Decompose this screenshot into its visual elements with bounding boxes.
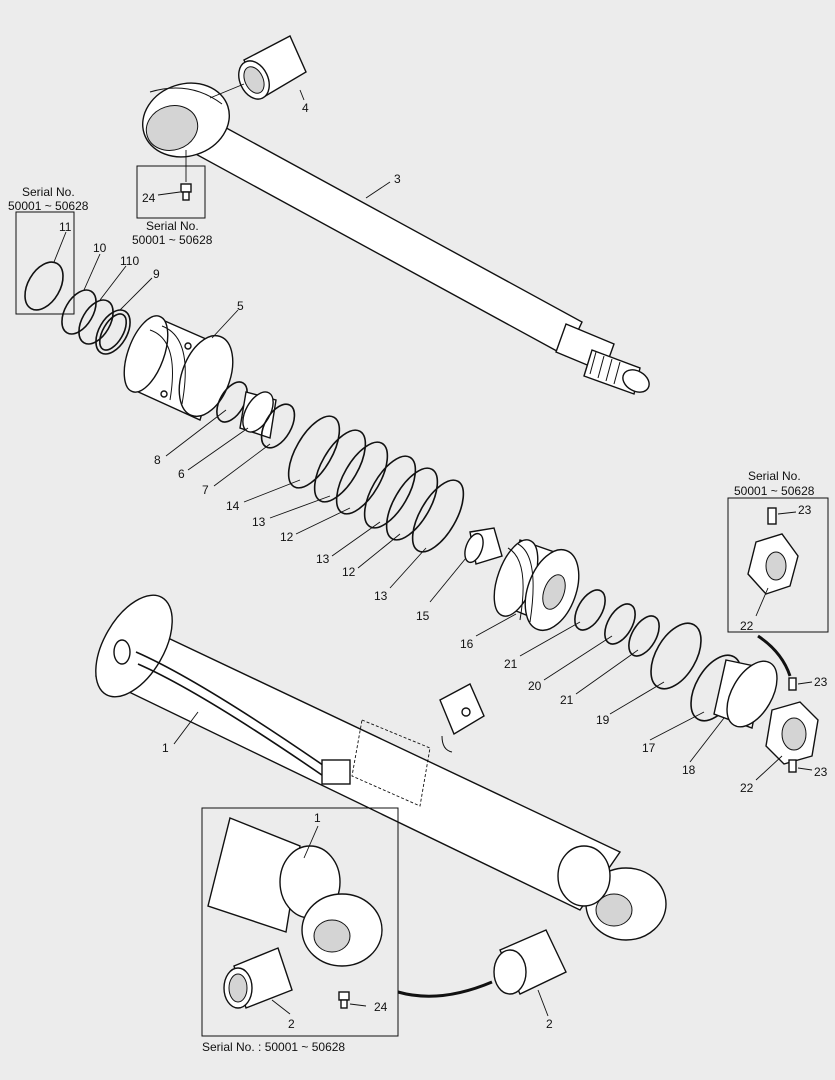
grease-nipple-box-top — [136, 150, 206, 219]
piston-rod — [142, 82, 650, 395]
piston — [493, 539, 580, 632]
serial-left-range: 50001 ~ 50628 — [8, 199, 89, 213]
label-3: 3 — [394, 172, 401, 186]
label-13-c: 13 — [374, 589, 388, 603]
label-2: 2 — [546, 1017, 553, 1031]
serial-nut-title: Serial No. — [748, 469, 801, 483]
piston-seal-stack — [287, 415, 465, 553]
label-24-top: 24 — [142, 191, 156, 205]
cylinder-tube — [95, 594, 667, 941]
nut-serial-box — [727, 497, 829, 677]
label-22-box: 22 — [740, 619, 754, 633]
label-9: 9 — [153, 267, 160, 281]
label-23-box: 23 — [798, 503, 812, 517]
leader-lines — [53, 89, 813, 1017]
label-7: 7 — [202, 483, 209, 497]
serial-grease-range: 50001 ~ 50628 — [132, 233, 213, 247]
label-10: 10 — [93, 241, 107, 255]
label-5: 5 — [237, 299, 244, 313]
label-17: 17 — [642, 741, 656, 755]
label-22: 22 — [740, 781, 754, 795]
label-1: 1 — [162, 741, 169, 755]
serial-bottom: Serial No. : 50001 ~ 50628 — [202, 1040, 345, 1054]
label-16: 16 — [460, 637, 474, 651]
piston-rings-small — [574, 589, 660, 657]
serial-left-title: Serial No. — [22, 185, 75, 199]
head-seal-rings — [15, 211, 131, 355]
label-21-b: 21 — [560, 693, 574, 707]
spacer — [464, 527, 503, 565]
label-18: 18 — [682, 763, 696, 777]
tube-bushing — [397, 929, 567, 998]
label-1-detail: 1 — [314, 811, 321, 825]
label-21-a: 21 — [504, 657, 518, 671]
label-13-a: 13 — [252, 515, 266, 529]
piston-rings-large — [650, 622, 778, 729]
label-4: 4 — [302, 101, 309, 115]
label-23-bottom: 23 — [814, 765, 828, 779]
label-12-b: 12 — [342, 565, 356, 579]
label-11: 11 — [59, 220, 72, 234]
label-8: 8 — [154, 453, 161, 467]
label-110: 110 — [120, 254, 139, 268]
label-12-a: 12 — [280, 530, 294, 544]
label-2-detail: 2 — [288, 1017, 295, 1031]
lock-nut — [765, 677, 819, 773]
label-13-b: 13 — [316, 552, 330, 566]
part-labels: 4 3 24 11 10 110 9 5 8 6 7 14 13 12 13 1… — [59, 101, 828, 1031]
label-19: 19 — [596, 713, 610, 727]
label-6: 6 — [178, 467, 185, 481]
head-inner-seals — [216, 381, 296, 449]
serial-grease-title: Serial No. — [146, 219, 199, 233]
label-23-top: 23 — [814, 675, 828, 689]
label-24-detail: 24 — [374, 1000, 388, 1014]
cylinder-head — [123, 315, 234, 421]
serial-notes: Serial No. 50001 ~ 50628 Serial No. 5000… — [8, 185, 815, 1054]
bottom-detail-box — [201, 807, 399, 1037]
label-20: 20 — [528, 679, 542, 693]
label-15: 15 — [416, 609, 430, 623]
serial-nut-range: 50001 ~ 50628 — [734, 484, 815, 498]
label-14: 14 — [226, 499, 240, 513]
rod-bushing — [209, 35, 307, 100]
